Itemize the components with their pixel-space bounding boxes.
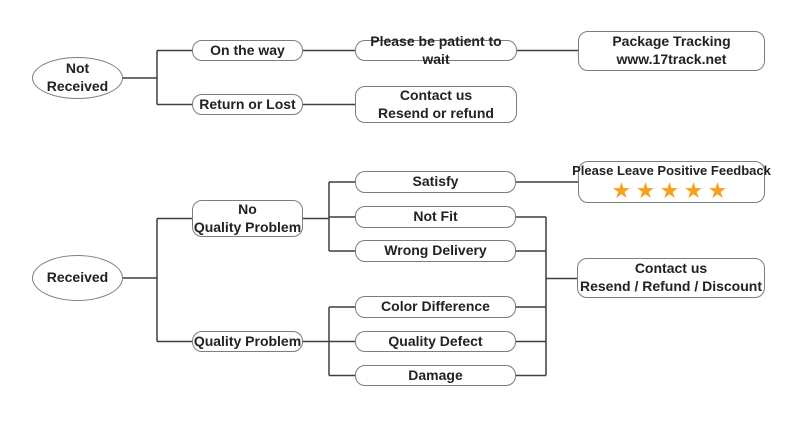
node-on-the-way: On the way [192,40,303,61]
node-contact-us-resend-refund: Contact us Resend or refund [355,86,517,123]
node-return-or-lost: Return or Lost [192,94,303,115]
node-no-quality-problem: No Quality Problem [192,200,303,237]
node-received: Received [32,255,123,301]
node-package-tracking: Package Tracking www.17track.net [578,31,765,71]
five-star-rating-icon: ★★★★★ [612,180,734,202]
positive-feedback-label: Please Leave Positive Feedback [572,163,771,179]
node-satisfy: Satisfy [355,171,516,193]
node-positive-feedback: Please Leave Positive Feedback ★★★★★ [572,161,771,203]
node-not-received: Not Received [32,57,123,99]
node-quality-problem: Quality Problem [192,331,303,352]
node-color-difference: Color Difference [355,296,516,318]
node-wrong-delivery: Wrong Delivery [355,240,516,262]
node-contact-us-resend-refund-discount: Contact us Resend / Refund / Discount [577,258,765,298]
node-not-fit: Not Fit [355,206,516,228]
node-damage: Damage [355,365,516,386]
node-quality-defect: Quality Defect [355,331,516,352]
node-please-be-patient: Please be patient to wait [355,33,517,67]
